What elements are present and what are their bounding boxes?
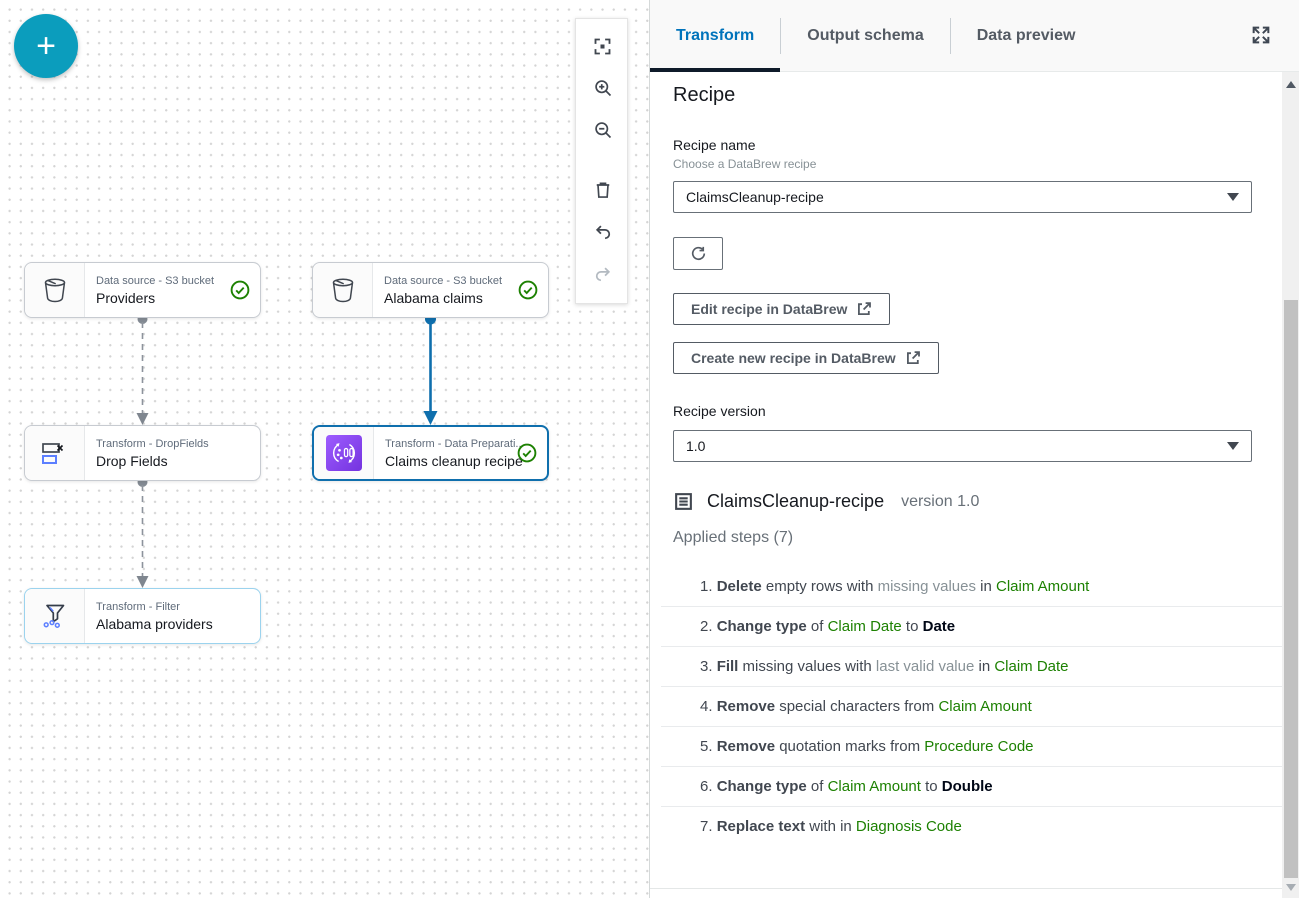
zoom-out-button[interactable] <box>576 109 629 151</box>
tab-separator <box>780 17 782 54</box>
scroll-down-icon[interactable] <box>1282 879 1299 895</box>
drop-fields-icon <box>25 426 85 480</box>
recipe-summary-header: ClaimsCleanup-recipe version 1.0 <box>673 491 1253 512</box>
recipe-summary-title: ClaimsCleanup-recipe <box>707 491 885 511</box>
node-status-empty <box>230 426 260 480</box>
zoom-in-button[interactable] <box>576 67 629 109</box>
recipe-version-label: Recipe version <box>673 403 766 419</box>
filter-icon <box>25 589 85 643</box>
recipe-step: 7. Replace text with in Diagnosis Code <box>700 818 962 835</box>
transform-panel-content: Recipe Recipe name Choose a DataBrew rec… <box>650 72 1299 898</box>
flow-canvas[interactable]: + Data source - S3 bucket Providers <box>0 0 650 898</box>
add-node-button[interactable]: + <box>14 14 78 78</box>
recipe-name-label: Recipe name <box>673 137 756 153</box>
node-claims-cleanup-recipe[interactable]: Transform - Data Preparati... Claims cle… <box>312 425 549 481</box>
recipe-name-value: ClaimsCleanup-recipe <box>686 189 824 205</box>
node-title: Providers <box>96 289 156 306</box>
tab-data-preview[interactable]: Data preview <box>976 26 1076 44</box>
chevron-down-icon <box>1227 193 1239 201</box>
recipe-step: 1. Delete empty rows with missing values… <box>661 567 1282 607</box>
node-providers[interactable]: Data source - S3 bucket Providers <box>24 262 261 318</box>
recipe-heading: Recipe <box>673 84 736 106</box>
recipe-name-select[interactable]: ClaimsCleanup-recipe <box>673 181 1252 213</box>
recipe-version-value: 1.0 <box>686 438 706 454</box>
tab-output-schema[interactable]: Output schema <box>807 26 924 44</box>
node-title: Alabama claims <box>384 289 483 306</box>
node-title: Alabama providers <box>96 615 213 632</box>
node-type-label: Data source - S3 bucket <box>96 274 215 287</box>
panel-scrollbar[interactable] <box>1282 72 1299 898</box>
properties-panel: Transform Output schema Data preview Rec… <box>650 0 1299 898</box>
s3-bucket-icon <box>25 263 85 317</box>
refresh-recipes-button[interactable] <box>673 237 723 270</box>
node-type-label: Transform - DropFields <box>96 437 209 450</box>
expand-panel-icon[interactable] <box>1250 24 1272 46</box>
chevron-down-icon <box>1227 442 1239 450</box>
recipe-step: 2. Change type of Claim Date to Date <box>661 607 1282 647</box>
canvas-toolbar <box>575 18 628 304</box>
external-link-icon <box>858 302 872 315</box>
recipe-name-description: Choose a DataBrew recipe <box>673 157 817 171</box>
fit-view-button[interactable] <box>576 25 629 67</box>
recipe-list-icon <box>675 493 692 510</box>
scrollbar-thumb[interactable] <box>1283 300 1298 878</box>
databrew-icon <box>314 427 374 479</box>
node-type-label: Transform - Filter <box>96 600 180 613</box>
delete-node-button[interactable] <box>576 169 629 211</box>
node-alabama-claims[interactable]: Data source - S3 bucket Alabama claims <box>312 262 549 318</box>
s3-bucket-icon <box>313 263 373 317</box>
undo-button[interactable] <box>576 211 629 253</box>
node-type-label: Transform - Data Preparati... <box>385 437 525 450</box>
node-drop-fields[interactable]: Transform - DropFields Drop Fields <box>24 425 261 481</box>
node-type-label: Data source - S3 bucket <box>384 274 503 287</box>
success-check-icon <box>518 263 548 317</box>
panel-tab-bar: Transform Output schema Data preview <box>650 0 1299 72</box>
node-title: Claims cleanup recipe <box>385 452 523 469</box>
node-status-empty <box>230 589 260 643</box>
success-check-icon <box>230 263 260 317</box>
create-recipe-button[interactable]: Create new recipe in DataBrew <box>673 342 939 374</box>
tab-transform[interactable]: Transform <box>650 0 781 72</box>
create-recipe-button-label: Create new recipe in DataBrew <box>691 350 896 366</box>
node-alabama-providers[interactable]: Transform - Filter Alabama providers <box>24 588 261 644</box>
edit-recipe-button[interactable]: Edit recipe in DataBrew <box>673 293 891 325</box>
applied-steps-label: Applied steps (7) <box>673 529 794 546</box>
applied-steps-list: 1. Delete empty rows with missing values… <box>661 567 1282 846</box>
success-check-icon <box>517 427 547 479</box>
recipe-version-select[interactable]: 1.0 <box>673 430 1252 462</box>
tab-separator <box>949 17 951 54</box>
redo-button-disabled[interactable] <box>576 253 629 295</box>
recipe-step: 5. Remove quotation marks from Procedure… <box>661 727 1282 767</box>
scroll-up-icon[interactable] <box>1282 76 1299 92</box>
recipe-summary-version: version 1.0 <box>901 492 980 510</box>
recipe-step: 3. Fill missing values with last valid v… <box>661 647 1282 687</box>
node-title: Drop Fields <box>96 452 168 469</box>
edit-recipe-button-label: Edit recipe in DataBrew <box>691 301 848 317</box>
recipe-step: 4. Remove special characters from Claim … <box>661 687 1282 727</box>
recipe-step: 6. Change type of Claim Amount to Double <box>661 767 1282 807</box>
external-link-icon <box>906 351 920 364</box>
